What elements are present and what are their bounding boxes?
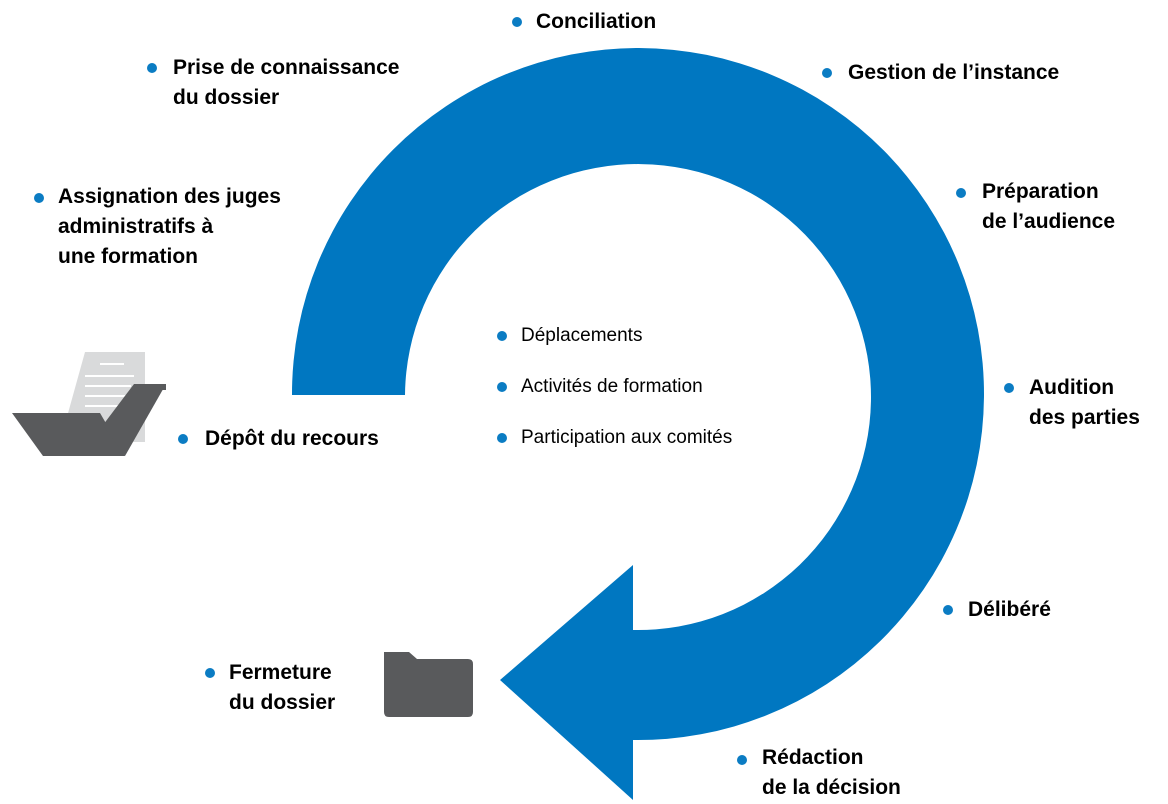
step-label-line: du dossier: [173, 86, 280, 109]
bullet-dot: [178, 434, 188, 444]
step-label-line: Prise de connaissance: [173, 56, 400, 79]
bullet-dot: [943, 605, 953, 615]
bullet-dot: [1004, 383, 1014, 393]
step-preparation-audience: Préparation de l’audience: [982, 177, 1115, 237]
step-audition-parties: Audition des parties: [1029, 373, 1140, 433]
step-label-line: Audition: [1029, 376, 1115, 399]
step-conciliation: Conciliation: [536, 7, 656, 37]
step-delibere: Délibéré: [968, 595, 1051, 625]
cycle-arrow: [291, 48, 984, 801]
step-label-line: Conciliation: [536, 10, 657, 33]
bullet-dot: [737, 755, 747, 765]
step-depot-recours: Dépôt du recours: [205, 424, 379, 454]
center-item-participation-comites: Participation aux comités: [521, 427, 733, 448]
step-redaction-decision: Rédaction de la décision: [762, 743, 901, 803]
bullet-dot: [34, 193, 44, 203]
step-label-line: Délibéré: [968, 598, 1051, 621]
step-assignation-juges: Assignation des juges administratifs à u…: [58, 182, 281, 272]
center-item-activites-formation: Activités de formation: [521, 376, 703, 397]
bullet-dot: [956, 188, 966, 198]
step-label-line: de l’audience: [982, 210, 1116, 233]
step-label-line: Dépôt du recours: [205, 427, 379, 450]
bullet-dot: [497, 382, 507, 392]
center-item-deplacements: Déplacements: [521, 325, 643, 346]
step-fermeture-dossier: Fermeture du dossier: [229, 658, 335, 718]
bullet-dot: [822, 68, 832, 78]
step-label-line: Rédaction: [762, 746, 864, 769]
document-tray-icon: [12, 352, 166, 456]
folder-icon: [384, 652, 473, 717]
bullet-dot: [497, 433, 507, 443]
step-label-line: de la décision: [762, 776, 901, 799]
step-label-line: Préparation: [982, 180, 1099, 203]
step-label-line: du dossier: [229, 691, 336, 714]
step-label-line: administratifs à: [58, 215, 214, 238]
bullet-dot: [497, 331, 507, 341]
step-label-line: Gestion de l’instance: [848, 61, 1060, 84]
step-label-line: des parties: [1029, 406, 1140, 429]
bullet-dot: [147, 63, 157, 73]
step-gestion-instance: Gestion de l’instance: [848, 58, 1059, 88]
step-prise-de-connaissance: Prise de connaissance du dossier: [173, 53, 399, 113]
step-label-line: Fermeture: [229, 661, 332, 684]
bullet-dot: [205, 668, 215, 678]
step-label-line: Assignation des juges: [58, 185, 281, 208]
bullet-dot: [512, 17, 522, 27]
step-label-line: une formation: [58, 245, 198, 268]
